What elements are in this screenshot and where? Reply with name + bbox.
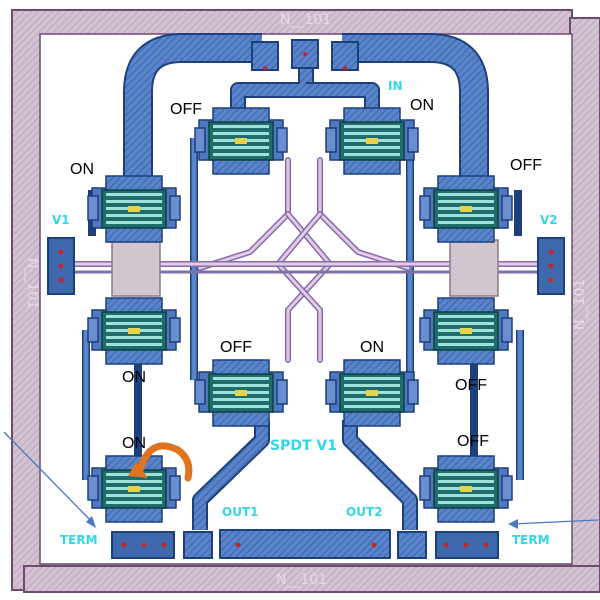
fet-upper-left [87, 175, 181, 243]
fet-top-right [325, 107, 419, 175]
v2-pad [537, 237, 565, 295]
v1-pad [47, 237, 75, 295]
fet-upper-right [419, 175, 513, 243]
state-center-right: ON [360, 339, 384, 356]
state-upper-right: OFF [510, 157, 542, 174]
state-top-left: OFF [170, 101, 202, 118]
state-top-right: ON [410, 97, 434, 114]
title-label: SPDT V1 [270, 438, 337, 454]
top-edge-label: N__101 [280, 12, 331, 28]
state-bottom-right: OFF [457, 433, 489, 450]
in-label: IN [388, 79, 403, 93]
bottom-edge-label: N__101 [276, 572, 327, 588]
left-resistor [111, 239, 161, 297]
top-pads [251, 39, 359, 71]
v2-label: V2 [540, 213, 558, 227]
fet-mid-left [87, 297, 181, 365]
left-edge-label: N__101 [24, 258, 40, 309]
v1-label: V1 [52, 213, 70, 227]
state-mid-left: ON [122, 369, 146, 386]
right-edge-label: N__101 [572, 279, 588, 330]
right-resistor [449, 239, 499, 297]
state-center-left: OFF [220, 339, 252, 356]
fet-mid-right [419, 297, 513, 365]
fet-devices [87, 107, 513, 523]
state-mid-right: OFF [455, 377, 487, 394]
fet-bottom-right [419, 455, 513, 523]
fet-top-left [194, 107, 288, 175]
fet-center-right [325, 359, 419, 427]
out1-label: OUT1 [222, 505, 258, 519]
term-right-label: TERM [512, 533, 550, 547]
state-upper-left: ON [70, 161, 94, 178]
state-bottom-left: ON [122, 435, 146, 452]
fet-bottom-left [87, 455, 181, 523]
term-left-label: TERM [60, 533, 98, 547]
fet-center-left [194, 359, 288, 427]
pointer-arrows [3, 431, 599, 529]
bottom-pads [111, 531, 499, 559]
orange-arrow [128, 442, 193, 482]
out2-label: OUT2 [346, 505, 382, 519]
